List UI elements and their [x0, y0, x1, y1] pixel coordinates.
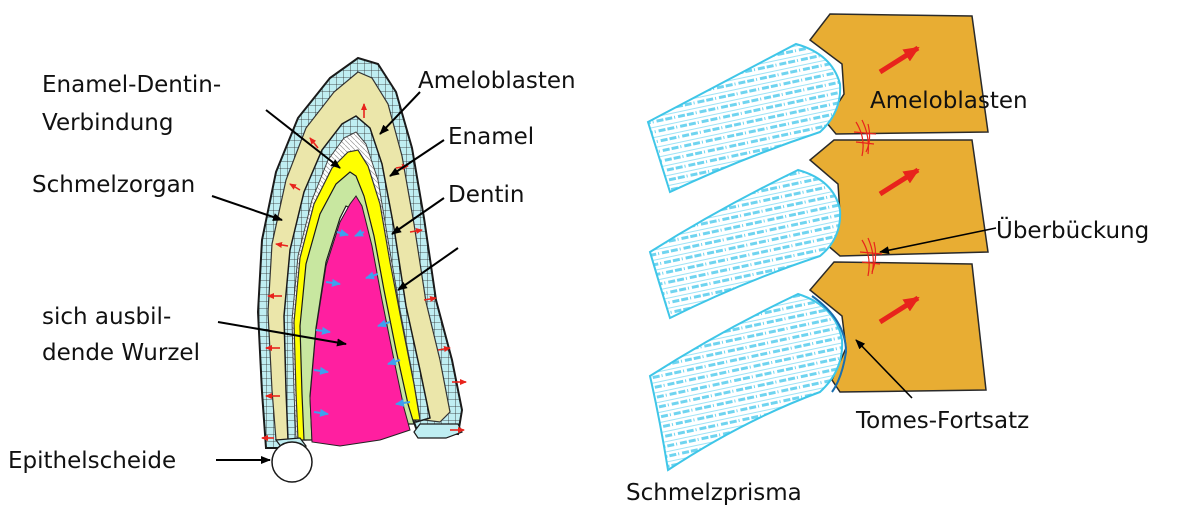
enamel-prism-3 [650, 294, 842, 470]
label-forming-root-2: dende Wurzel [42, 340, 200, 366]
label-enamel-prism: Schmelzprisma [626, 480, 802, 506]
label-enamel-dentin-junction-1: Enamel-Dentin- [42, 72, 221, 98]
label-enamel-organ: Schmelzorgan [32, 172, 195, 198]
label-epithelial-sheath: Epithelscheide [8, 448, 176, 474]
epithelial-sheath-circle [272, 442, 312, 482]
label-ameloblasts-left: Ameloblasten [418, 68, 576, 94]
label-bridging: Überbückung [996, 216, 1149, 244]
enamel-prism-diagram: Ameloblasten Überbückung Tomes-Fortsatz … [626, 14, 1149, 506]
label-enamel-dentin-junction-2: Verbindung [42, 110, 173, 136]
label-tomes-process: Tomes-Fortsatz [855, 408, 1029, 434]
enamel-prism-2 [650, 170, 840, 318]
label-forming-root-1: sich ausbil- [42, 304, 171, 330]
label-dentin: Dentin [448, 182, 524, 208]
enamel-prism-1 [648, 44, 840, 192]
label-ameloblasts-right: Ameloblasten [870, 88, 1028, 114]
developing-tooth-diagram: Enamel-Dentin- Verbindung Ameloblasten E… [8, 58, 576, 482]
label-enamel: Enamel [448, 124, 534, 150]
root-sheath-tip-right [414, 424, 462, 438]
